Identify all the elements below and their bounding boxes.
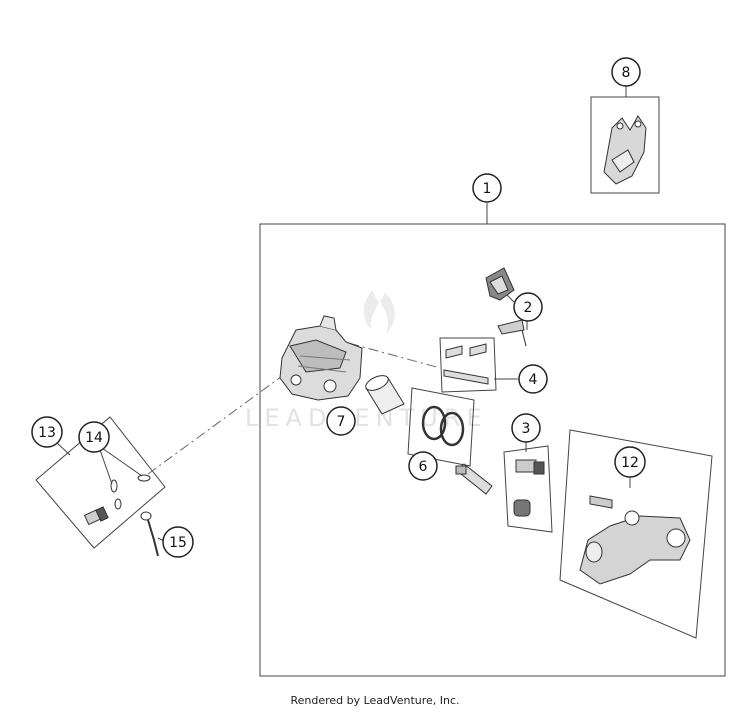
- callout-1-label: 1: [483, 181, 492, 197]
- dashdot-leader-pins: [329, 337, 441, 369]
- callout-6-label: 6: [419, 459, 428, 475]
- callout-15-label: 15: [169, 535, 187, 551]
- callout-13: 13: [31, 416, 63, 448]
- bleeder-screw-drawing: [83, 498, 122, 526]
- dashdot-leader-13: [147, 373, 286, 475]
- o-ring-drawing: [110, 474, 151, 493]
- footer-credit: Rendered by LeadVenture, Inc.: [290, 694, 460, 707]
- main-assembly-frame: [259, 223, 726, 677]
- callout-3: 3: [511, 413, 541, 443]
- brake-caliper-drawing: [279, 315, 363, 401]
- callout-15: 15: [162, 526, 194, 558]
- part-4-frame: [439, 337, 497, 393]
- callout-7: 7: [326, 406, 356, 436]
- callout-4: 4: [518, 364, 548, 394]
- leader-line-2a: [506, 294, 515, 303]
- callout-1: 1: [472, 173, 502, 203]
- pin-set-drawing: [443, 343, 489, 385]
- brake-pad-holder-drawing: [603, 115, 647, 185]
- brake-pad-drawing: [485, 267, 527, 347]
- callout-4-label: 4: [529, 372, 538, 388]
- seal-rings-drawing: [421, 405, 465, 447]
- leader-line-14: [101, 447, 143, 477]
- part-6-frame: [407, 387, 475, 467]
- callout-14-label: 14: [85, 430, 103, 446]
- callout-6: 6: [408, 451, 438, 481]
- leader-line-13: [56, 442, 71, 456]
- callout-7-label: 7: [337, 414, 346, 430]
- part-8-frame: [590, 96, 660, 194]
- callout-8: 8: [611, 57, 641, 87]
- callout-8-label: 8: [622, 65, 631, 81]
- piston-drawing: [365, 375, 405, 415]
- watermark-text: LEADVENTURE: [245, 404, 488, 432]
- caliper-support-drawing: [579, 495, 691, 585]
- callout-2-label: 2: [524, 300, 533, 316]
- callout-14: 14: [78, 421, 110, 453]
- cap-drawing: [140, 511, 159, 557]
- guide-pin-drawing: [455, 463, 493, 495]
- callout-13-label: 13: [38, 425, 56, 441]
- part-3-frame: [503, 445, 553, 533]
- slide-bushing-drawing: [513, 459, 545, 517]
- callout-2: 2: [513, 292, 543, 322]
- leader-line-14b: [99, 449, 113, 485]
- callout-3-label: 3: [522, 421, 531, 437]
- part-12-frame: [559, 429, 713, 639]
- callout-12-label: 12: [621, 455, 639, 471]
- callout-12: 12: [614, 446, 646, 478]
